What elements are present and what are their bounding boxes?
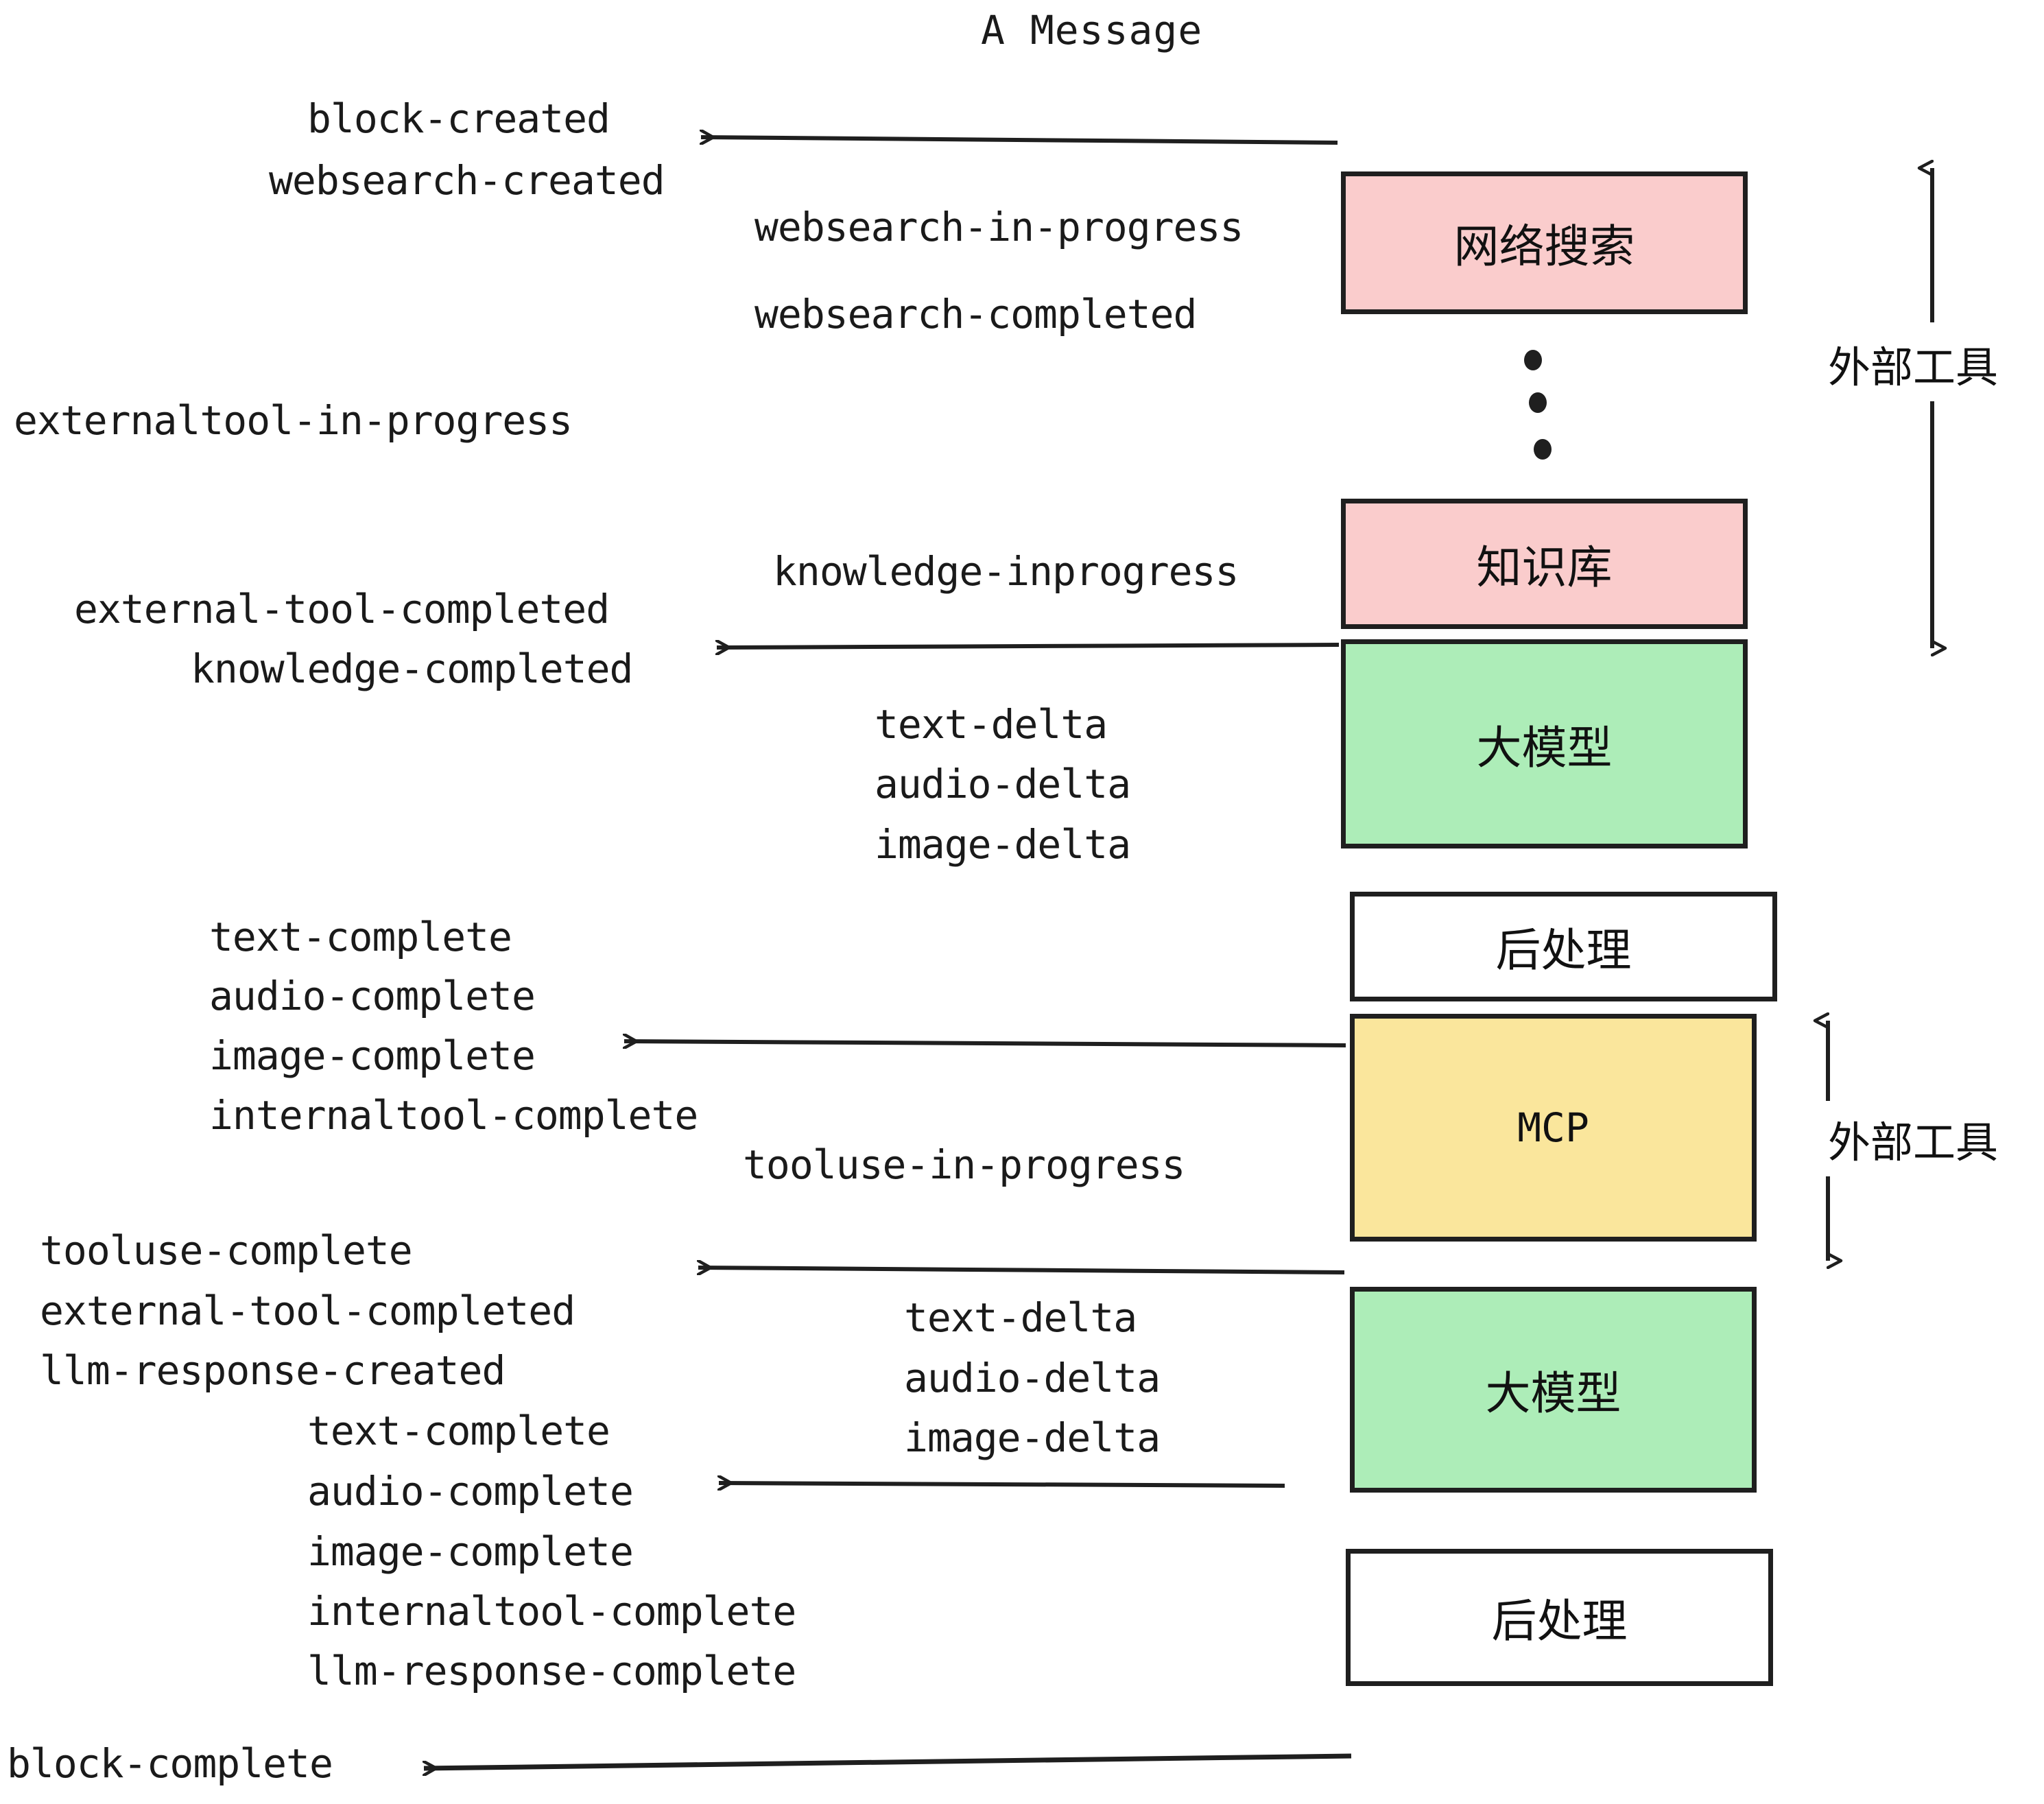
box-websearch-label: 网络搜索	[1453, 220, 1635, 273]
event-label-audio-complete-1: audio-complete	[209, 973, 536, 1019]
event-label-llm-response-created: llm-response-created	[40, 1347, 506, 1394]
box-llm-2[interactable]: 大模型	[1350, 1287, 1757, 1493]
arrow-mcp-to-tooluse-complete	[698, 1268, 1345, 1272]
event-label-knowledge-inprogress: knowledge-inprogress	[773, 548, 1239, 595]
event-label-websearch-created: websearch-created	[269, 157, 665, 204]
box-llm-1[interactable]: 大模型	[1341, 639, 1748, 848]
box-knowledge[interactable]: 知识库	[1341, 499, 1748, 629]
event-label-tooluse-in-progress: tooluse-in-progress	[743, 1141, 1185, 1188]
event-label-external-tool-completed-2: external-tool-completed	[40, 1287, 575, 1334]
event-label-tooluse-complete: tooluse-complete	[40, 1227, 413, 1274]
event-label-audio-complete-2: audio-complete	[307, 1468, 634, 1515]
arrow-postprocess2-to-block-complete	[424, 1753, 1352, 1768]
event-label-audio-delta-2: audio-delta	[904, 1355, 1161, 1401]
event-label-text-complete-2: text-complete	[307, 1408, 610, 1454]
event-label-audio-delta-1: audio-delta	[875, 761, 1131, 807]
side-label-external-tools-bottom: 外部工具	[1828, 1117, 1999, 1167]
side-label-external-tools-top: 外部工具	[1828, 342, 1999, 392]
box-llm-1-label: 大模型	[1476, 721, 1613, 774]
event-label-text-delta-2: text-delta	[904, 1294, 1137, 1341]
event-label-image-delta-2: image-delta	[904, 1414, 1161, 1461]
box-postprocess-1-label: 后处理	[1495, 924, 1632, 977]
arrow-postprocess-to-image-complete	[624, 1041, 1346, 1045]
event-label-text-complete-1: text-complete	[209, 914, 512, 960]
event-label-image-delta-1: image-delta	[875, 821, 1131, 868]
event-label-internaltool-complete-1: internaltool-complete	[209, 1092, 698, 1139]
box-llm-2-label: 大模型	[1485, 1367, 1621, 1420]
arrow-knowledge-to-knowledge-completed	[717, 645, 1340, 648]
event-label-block-created: block-created	[307, 95, 610, 142]
event-label-knowledge-completed: knowledge-completed	[191, 645, 633, 692]
event-label-image-complete-2: image-complete	[307, 1528, 634, 1575]
ellipsis-dot-3	[1534, 439, 1552, 460]
arrow-llm2-to-audio-complete	[719, 1483, 1285, 1486]
box-postprocess-2-label: 后处理	[1491, 1595, 1628, 1648]
event-label-image-complete-1: image-complete	[209, 1032, 536, 1079]
event-label-externaltool-in-progress: externaltool-in-progress	[14, 397, 573, 444]
event-label-internaltool-complete-2: internaltool-complete	[307, 1588, 796, 1635]
event-label-text-delta-1: text-delta	[875, 701, 1108, 748]
arrow-websearch-to-block-created	[701, 137, 1338, 143]
box-postprocess-1[interactable]: 后处理	[1350, 892, 1777, 1001]
event-label-llm-response-complete: llm-response-complete	[307, 1648, 796, 1694]
event-label-websearch-completed: websearch-completed	[754, 291, 1197, 337]
box-postprocess-2[interactable]: 后处理	[1346, 1549, 1773, 1686]
event-label-websearch-in-progress: websearch-in-progress	[754, 204, 1244, 250]
event-label-external-tool-completed-1: external-tool-completed	[74, 586, 610, 632]
event-label-block-complete: block-complete	[7, 1740, 333, 1787]
box-mcp[interactable]: MCP	[1350, 1014, 1757, 1242]
box-knowledge-label: 知识库	[1476, 541, 1613, 594]
box-websearch[interactable]: 网络搜索	[1341, 171, 1748, 314]
ellipsis-dot-2	[1529, 392, 1547, 413]
box-mcp-label: MCP	[1517, 1104, 1589, 1151]
page-title: A Message	[981, 7, 1203, 54]
ellipsis-dot-1	[1524, 350, 1542, 370]
